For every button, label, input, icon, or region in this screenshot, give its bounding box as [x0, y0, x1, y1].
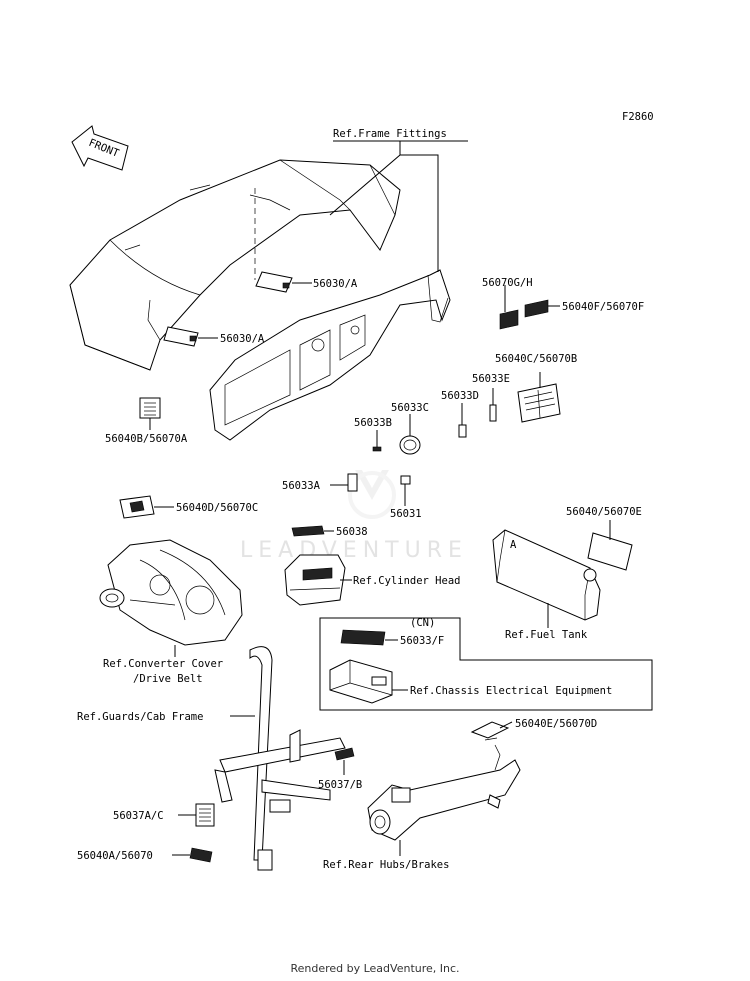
decal-56070gh — [499, 309, 519, 330]
label-ref-cylinder-head: Ref.Cylinder Head — [353, 575, 460, 587]
label-56040-56070e: 56040/56070E — [566, 506, 642, 518]
decal-56040e — [470, 721, 510, 739]
decal-56037b — [334, 747, 355, 761]
decal-56030a-mid — [163, 326, 199, 347]
label-ref-fuel-tank: Ref.Fuel Tank — [505, 629, 588, 641]
decal-56040c — [517, 383, 561, 423]
front-arrow-icon: FRONT — [71, 125, 129, 171]
label-ref-guards-cab-frame: Ref.Guards/Cab Frame — [77, 711, 203, 723]
decal-56033e — [489, 404, 497, 422]
label-56030a-mid: 56030/A — [220, 333, 265, 345]
label-56040c: 56040C/56070B — [495, 353, 577, 365]
label-ref-chassis-electrical: Ref.Chassis Electrical Equipment — [410, 685, 612, 697]
label-56040f: 56040F/56070F — [562, 301, 644, 313]
decal-56033c — [399, 435, 421, 455]
decal-56040f — [524, 299, 549, 318]
label-56040d: 56040D/56070C — [176, 502, 258, 514]
label-56033a: 56033A — [282, 480, 321, 492]
label-56038: 56038 — [336, 526, 368, 538]
label-56033b: 56033B — [354, 417, 392, 429]
label-56040a: 56040A/56070 — [77, 850, 153, 862]
label-ref-rear-hubs-brakes: Ref.Rear Hubs/Brakes — [323, 859, 449, 871]
figure-code: F2860 — [622, 111, 654, 123]
decal-56031 — [400, 475, 411, 485]
label-56033d: 56033D — [441, 390, 479, 402]
decal-56040a — [189, 847, 213, 863]
converter-cover — [99, 539, 243, 646]
label-56040e-56070d: 56040E/56070D — [515, 718, 597, 730]
label-56033e: 56033E — [472, 373, 510, 385]
bed-frame — [209, 269, 451, 441]
decal-56030a-top — [255, 271, 293, 293]
rear-hub-assembly — [367, 737, 521, 841]
label-ref-converter-cover: Ref.Converter Cover — [103, 658, 223, 670]
decal-56040 — [587, 532, 633, 571]
chassis-electrical-box — [329, 659, 393, 704]
footer-credit: Rendered by LeadVenture, Inc. — [290, 962, 460, 975]
decal-56038 — [291, 525, 325, 537]
label-56037ac: 56037A/C — [113, 810, 164, 822]
fuel-tank-mark: A — [510, 539, 517, 551]
label-56033c: 56033C — [391, 402, 429, 414]
cab-frame — [214, 646, 346, 871]
label-56070gh: 56070G/H — [482, 277, 533, 289]
label-cn: (CN) — [410, 617, 435, 629]
cylinder-head — [284, 554, 346, 606]
label-56040b: 56040B/56070A — [105, 433, 188, 445]
decal-56033f — [340, 629, 386, 646]
label-56030a-top: 56030/A — [313, 278, 358, 290]
cargo-bed — [69, 159, 401, 371]
watermark-logo — [348, 470, 396, 519]
fuel-tank: A — [492, 529, 601, 621]
cn-box — [319, 617, 653, 711]
label-56037b: 56037/B — [318, 779, 362, 791]
decal-56033d — [458, 424, 467, 438]
decal-56040d — [119, 495, 155, 519]
label-56033f: 56033/F — [400, 635, 444, 647]
decal-56033a — [347, 473, 358, 492]
label-ref-frame-fittings: Ref.Frame Fittings — [333, 128, 447, 140]
decal-56040b — [139, 397, 161, 419]
decal-56033b — [372, 446, 382, 452]
watermark-text: LEADVENTURE — [240, 538, 468, 563]
label-ref-drive-belt: /Drive Belt — [133, 673, 203, 685]
decal-56037ac — [195, 803, 215, 827]
label-56031: 56031 — [390, 508, 422, 520]
